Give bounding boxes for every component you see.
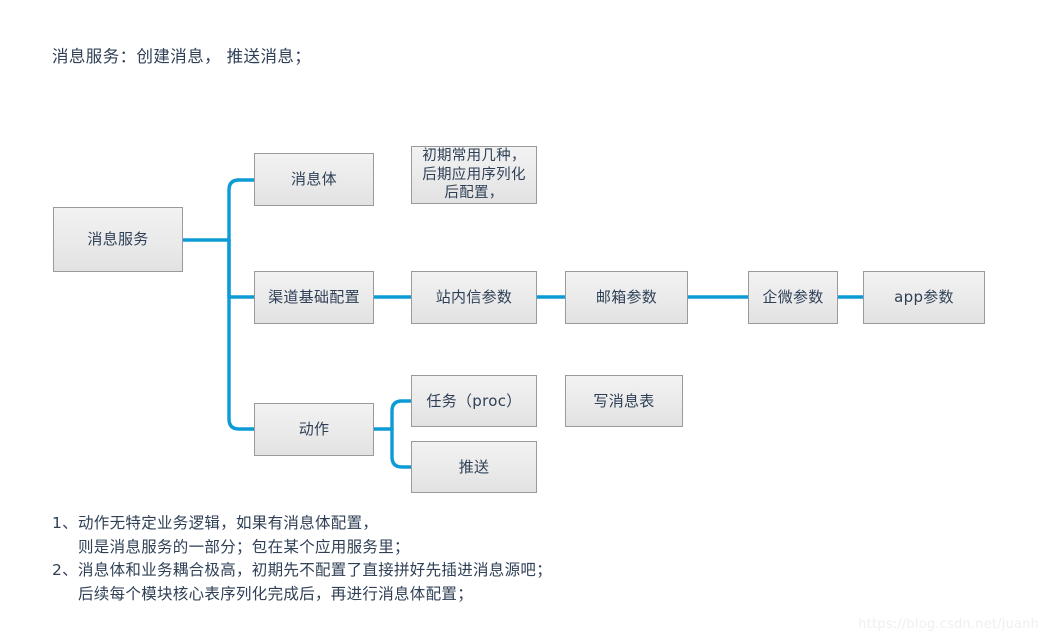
watermark: https://blog.csdn.net/juanh [858, 617, 1039, 632]
node-label: 动作 [298, 420, 330, 439]
node-channel-config[interactable]: 渠道基础配置 [254, 271, 374, 324]
note-line: 动作无特定业务逻辑，如果有消息体配置， [78, 514, 379, 532]
node-label: app参数 [894, 288, 954, 307]
node-label: 任务（proc） [426, 391, 522, 410]
node-write-message-table[interactable]: 写消息表 [565, 375, 683, 427]
node-message-body[interactable]: 消息体 [254, 153, 374, 206]
wire-action-to-push [390, 427, 413, 469]
node-action[interactable]: 动作 [254, 403, 374, 456]
node-inmail-params[interactable]: 站内信参数 [411, 271, 537, 324]
node-label: 渠道基础配置 [268, 288, 360, 307]
node-push[interactable]: 推送 [411, 441, 537, 493]
node-label: 站内信参数 [435, 288, 513, 307]
node-label: 写消息表 [593, 391, 655, 410]
page-title: 消息服务：创建消息， 推送消息； [52, 47, 312, 66]
node-task-proc[interactable]: 任务（proc） [411, 375, 537, 427]
node-message-service[interactable]: 消息服务 [53, 207, 183, 272]
node-wecom-params[interactable]: 企微参数 [748, 271, 838, 324]
note-line: 则是消息服务的一部分；包在某个应用服务里； [78, 537, 410, 556]
node-label: 邮箱参数 [595, 288, 658, 307]
note-number: 2、 [52, 561, 78, 580]
node-label: 初期常用几种， 后期应用序列化 后配置， [422, 148, 526, 202]
note-item: 2、 消息体和业务耦合极高，初期先不配置了直接拼好先插进消息源吧； 后续每个模块… [52, 559, 552, 606]
node-label: 消息服务 [87, 230, 149, 249]
wire-trunk-to-action [227, 238, 256, 431]
note-body: 消息体和业务耦合极高，初期先不配置了直接拼好先插进消息源吧； 后续每个模块核心表… [78, 559, 552, 606]
node-message-body-annotation[interactable]: 初期常用几种， 后期应用序列化 后配置， [411, 146, 537, 204]
node-label: 企微参数 [762, 288, 824, 307]
note-number: 1、 [52, 514, 78, 532]
wire-trunk-to-channel-config [227, 238, 256, 299]
footer-notes: 1、 动作无特定业务逻辑，如果有消息体配置， 则是消息服务的一部分；包在某个应用… [52, 512, 552, 606]
wire-trunk-to-message-body [227, 178, 256, 242]
node-app-params[interactable]: app参数 [863, 271, 985, 324]
note-line: 后续每个模块核心表序列化完成后，再进行消息体配置； [78, 584, 474, 603]
note-line: 消息体和业务耦合极高，初期先不配置了直接拼好先插进消息源吧； [78, 561, 553, 580]
node-label: 推送 [458, 457, 490, 476]
wire-action-to-task [390, 399, 413, 431]
node-label: 消息体 [291, 170, 337, 189]
note-body: 动作无特定业务逻辑，如果有消息体配置， 则是消息服务的一部分；包在某个应用服务里… [78, 512, 410, 559]
node-email-params[interactable]: 邮箱参数 [565, 271, 688, 324]
note-item: 1、 动作无特定业务逻辑，如果有消息体配置， 则是消息服务的一部分；包在某个应用… [52, 512, 552, 559]
